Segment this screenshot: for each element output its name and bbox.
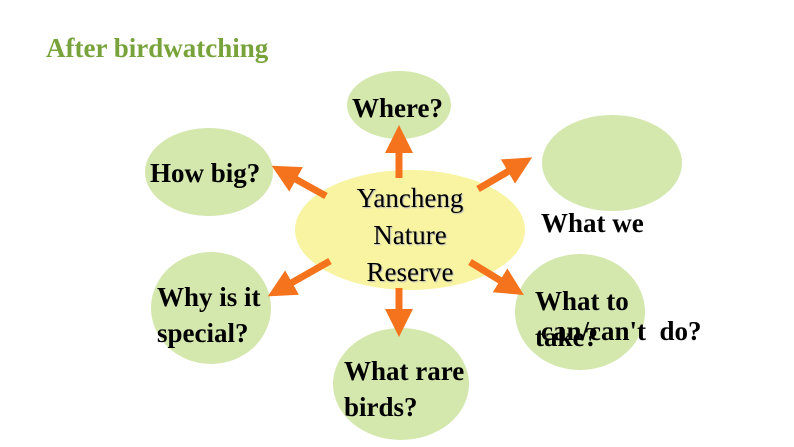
- node-label-how-big: How big?: [150, 155, 260, 191]
- center-node: [295, 170, 525, 290]
- node-label-line: Why is it: [157, 282, 261, 312]
- arrow-to-what-to-take: [468, 259, 524, 295]
- bubble-how-big: [145, 128, 273, 216]
- node-label-what-we-can-do: What we can/can't do?: [541, 133, 702, 385]
- node-label-line: What we: [541, 208, 644, 238]
- node-label-line: can/can't do?: [541, 316, 702, 346]
- arrow-to-what-we-can-do: [476, 157, 533, 193]
- arrow-to-how-big: [271, 165, 328, 200]
- bubble-what-to-take: [515, 254, 645, 370]
- bubble-what-we-can-do: [542, 115, 682, 211]
- node-label-line: How big?: [150, 158, 261, 188]
- node-label-line: Where?: [352, 93, 443, 123]
- node-label-line: birds?: [344, 392, 418, 422]
- node-label-why-special: Why is it special?: [157, 279, 261, 351]
- bubble-what-rare-birds: [333, 328, 469, 440]
- page-title: After birdwatching: [46, 33, 269, 63]
- node-label-line: special?: [157, 318, 249, 348]
- node-label-line: take?: [535, 322, 598, 352]
- center-label: Yancheng Nature Reserve: [296, 180, 524, 291]
- node-label-what-rare-birds: What rare birds?: [344, 353, 464, 425]
- node-label-where: Where?: [352, 90, 443, 126]
- center-label-line: Yancheng: [356, 183, 464, 213]
- node-label-what-to-take: What to take?: [535, 283, 629, 355]
- node-label-line: What to: [535, 286, 629, 316]
- bubble-why-special: [151, 252, 271, 364]
- node-label-line: What rare: [344, 356, 465, 386]
- center-label-line: Reserve: [366, 257, 454, 287]
- arrow-to-why-special: [267, 257, 332, 297]
- center-label-line: Nature: [373, 220, 447, 250]
- bubble-where: [347, 71, 451, 139]
